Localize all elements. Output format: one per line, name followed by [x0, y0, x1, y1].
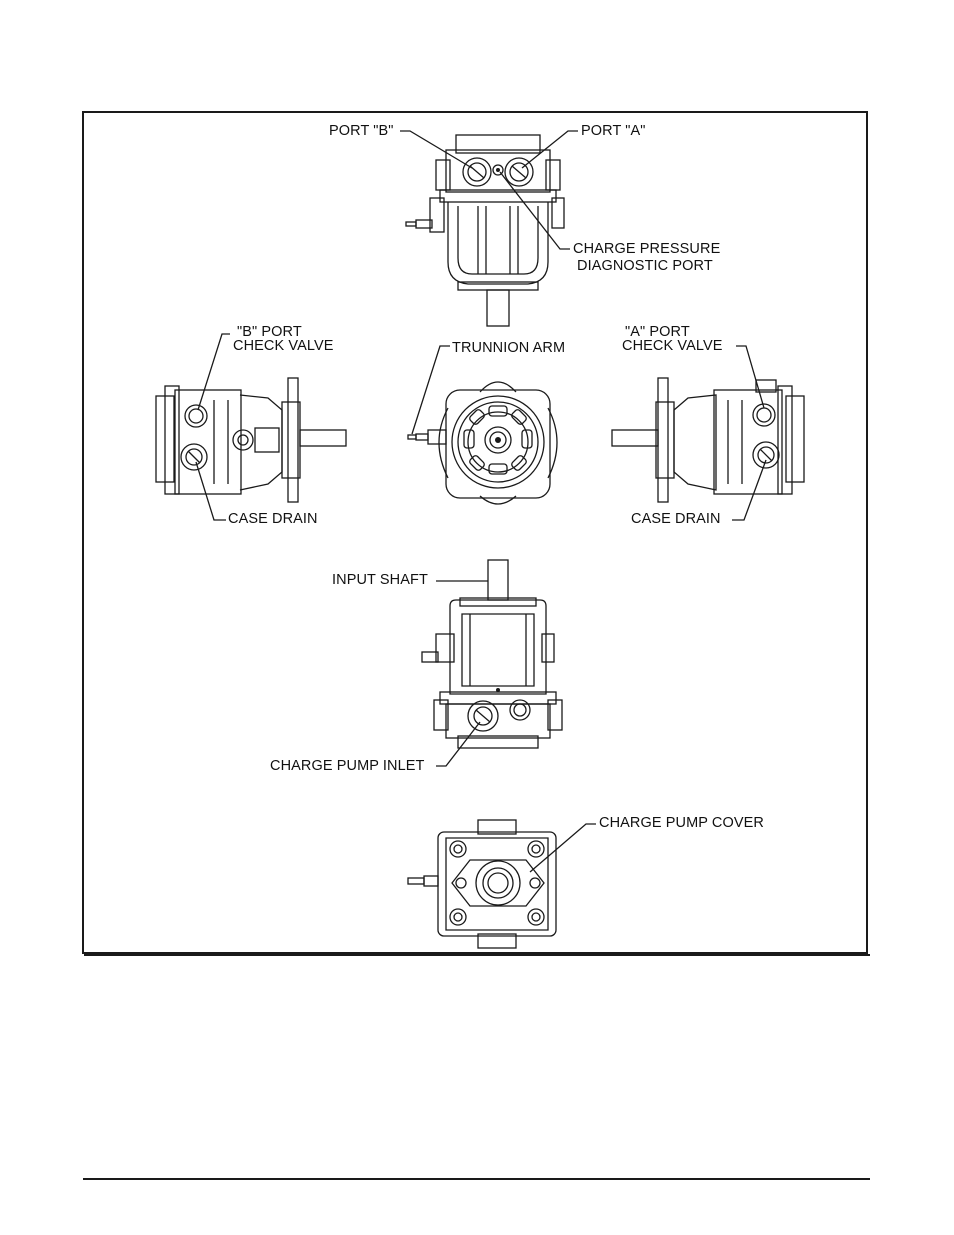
bottom-cover-view [408, 820, 556, 948]
charge-pressure-label-line2: DIAGNOSTIC PORT [577, 259, 713, 274]
trunnion-arm-label: TRUNNION ARM [452, 341, 565, 356]
right-side-view [612, 378, 804, 502]
port-a-label: PORT "A" [581, 124, 646, 139]
charge-pressure-label-line1: CHARGE PRESSURE [573, 242, 720, 257]
top-view [406, 135, 564, 326]
a-port-check-valve-label-line2: CHECK VALVE [622, 339, 722, 354]
left-side-view [156, 378, 346, 502]
port-b-label: PORT "B" [329, 124, 394, 139]
charge-pump-cover-label: CHARGE PUMP COVER [599, 816, 764, 831]
input-shaft-label: INPUT SHAFT [332, 573, 428, 588]
charge-pump-inlet-label: CHARGE PUMP INLET [270, 759, 425, 774]
case-drain-left-label: CASE DRAIN [228, 512, 318, 527]
case-drain-right-label: CASE DRAIN [631, 512, 721, 527]
center-front-view [408, 382, 557, 504]
b-port-check-valve-label-line2: CHECK VALVE [233, 339, 333, 354]
lower-side-view [422, 560, 562, 748]
